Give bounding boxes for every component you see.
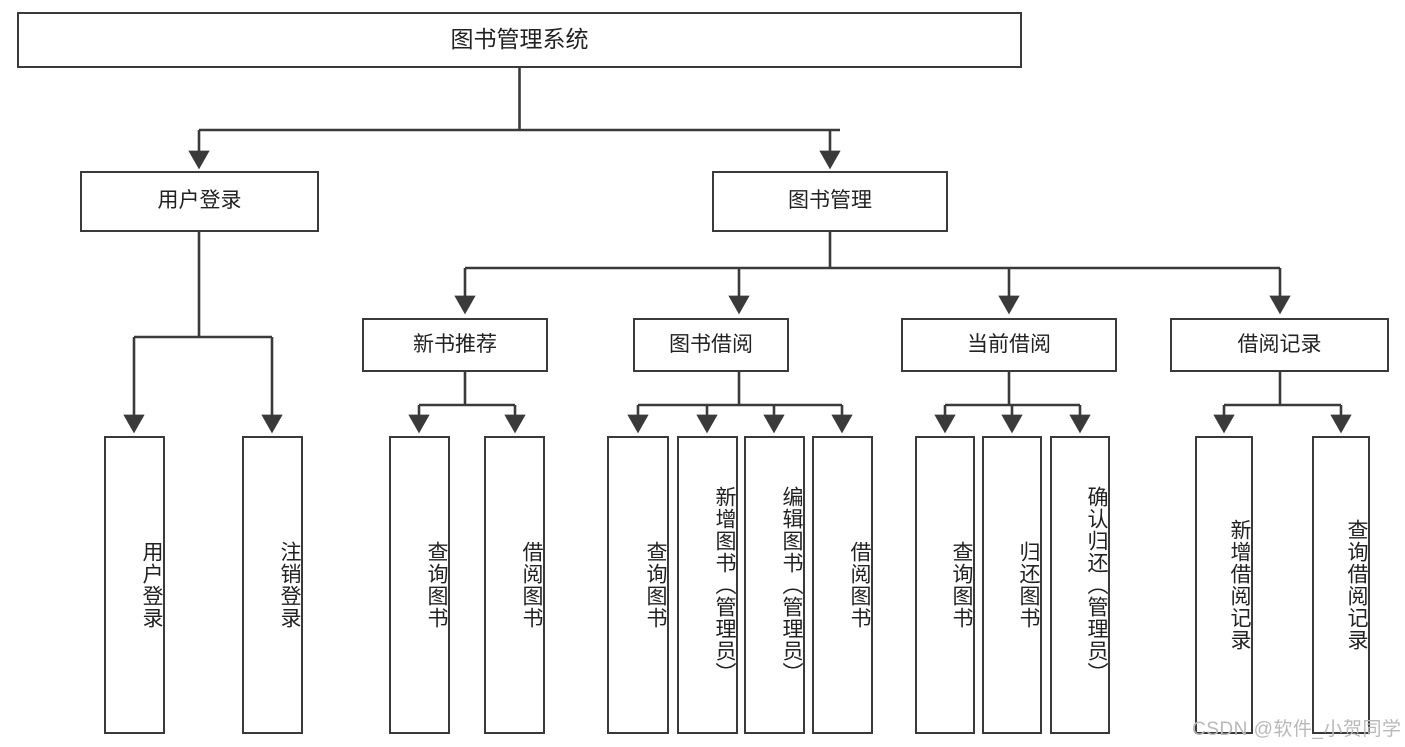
node-label: 编辑图书（管理员） <box>780 486 803 684</box>
node-label: 图书管理系统 <box>450 26 589 53</box>
leaf-new-book-query[interactable]: 查询图书 <box>389 436 450 734</box>
node-current-borrow[interactable]: 当前借阅 <box>901 318 1117 372</box>
leaf-current-borrow-confirm-return[interactable]: 确认归还（管理员） <box>1050 436 1110 734</box>
node-label: 当前借阅 <box>967 332 1051 356</box>
node-root-book-management-system[interactable]: 图书管理系统 <box>17 12 1022 68</box>
leaf-new-book-borrow[interactable]: 借阅图书 <box>484 436 545 734</box>
node-label: 借阅图书 <box>848 541 871 629</box>
node-label: 确认归还（管理员） <box>1085 486 1108 684</box>
node-new-book-recommend[interactable]: 新书推荐 <box>362 318 548 372</box>
node-label: 归还图书 <box>1017 541 1040 629</box>
node-label: 用户登录 <box>157 189 242 213</box>
node-book-borrow[interactable]: 图书借阅 <box>633 318 789 372</box>
leaf-current-borrow-return[interactable]: 归还图书 <box>982 436 1042 734</box>
node-user-login[interactable]: 用户登录 <box>80 171 319 232</box>
node-label: 查询图书 <box>950 541 973 629</box>
leaf-book-borrow-query[interactable]: 查询图书 <box>607 436 669 734</box>
leaf-user-login-logout[interactable]: 注销登录 <box>242 436 303 734</box>
node-label: 借阅记录 <box>1237 332 1322 356</box>
leaf-current-borrow-query[interactable]: 查询图书 <box>915 436 975 734</box>
node-book-management[interactable]: 图书管理 <box>712 171 948 232</box>
node-label: 注销登录 <box>278 541 301 629</box>
node-label: 新书推荐 <box>413 332 497 356</box>
leaf-user-login-signin[interactable]: 用户登录 <box>104 436 165 734</box>
leaf-borrow-record-query[interactable]: 查询借阅记录 <box>1312 436 1370 734</box>
node-label: 查询借阅记录 <box>1345 519 1368 651</box>
node-label: 查询图书 <box>644 541 667 629</box>
node-label: 新增图书（管理员） <box>713 486 736 684</box>
leaf-book-borrow-add[interactable]: 新增图书（管理员） <box>677 436 738 734</box>
node-label: 新增借阅记录 <box>1228 519 1251 651</box>
leaf-borrow-record-add[interactable]: 新增借阅记录 <box>1195 436 1253 734</box>
node-label: 图书管理 <box>788 189 872 213</box>
node-label: 查询图书 <box>425 541 448 629</box>
node-label: 用户登录 <box>140 541 163 629</box>
node-label: 图书借阅 <box>669 332 753 356</box>
node-borrow-record[interactable]: 借阅记录 <box>1170 318 1389 372</box>
leaf-book-borrow-edit[interactable]: 编辑图书（管理员） <box>744 436 805 734</box>
node-label: 借阅图书 <box>520 541 543 629</box>
csdn-watermark: CSDN @软件_小贺同学 <box>1192 719 1402 740</box>
leaf-book-borrow-borrow[interactable]: 借阅图书 <box>812 436 873 734</box>
